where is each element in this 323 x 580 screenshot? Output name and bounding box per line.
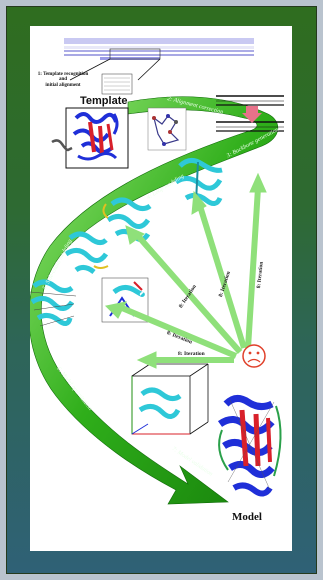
- diagram-poster: 1: Template recognition and initial alig…: [30, 26, 292, 551]
- model-label: Model: [232, 512, 262, 524]
- step1-line3: initial alignment: [34, 83, 92, 88]
- template-label: Template: [80, 96, 127, 108]
- iteration-label-5: 8: Iteration: [178, 351, 205, 357]
- template-protein: [52, 108, 128, 168]
- workflow-graphic: [30, 26, 292, 551]
- sad-face-icon: [243, 345, 265, 367]
- validation-box: [132, 364, 208, 434]
- sequence-alignment: [64, 38, 254, 94]
- loop-molecule: [148, 108, 186, 150]
- final-model-protein: [219, 398, 280, 493]
- diagram-canvas: [30, 26, 292, 551]
- step1-label: 1: Template recognition and initial alig…: [34, 72, 92, 88]
